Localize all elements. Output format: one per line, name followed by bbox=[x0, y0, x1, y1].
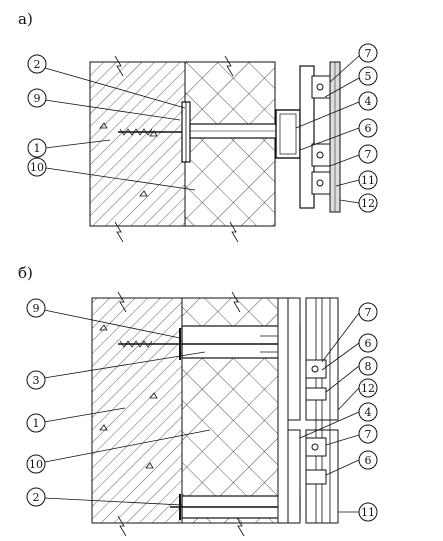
callout-a-6: 6 bbox=[299, 118, 378, 151]
callout-b-12: 12 bbox=[337, 378, 378, 411]
callout-a-7-top: 7 bbox=[329, 43, 378, 83]
svg-text:5: 5 bbox=[365, 70, 372, 83]
svg-text:7: 7 bbox=[365, 148, 372, 161]
section-a-label: а) bbox=[18, 10, 33, 28]
frame-strip-lower bbox=[287, 429, 301, 524]
concrete-wall-a bbox=[89, 61, 186, 227]
svg-text:7: 7 bbox=[365, 428, 372, 441]
concrete-wall-b bbox=[91, 297, 183, 524]
vertical-guide-a bbox=[299, 65, 315, 209]
section-b-label: б) bbox=[18, 264, 33, 282]
svg-text:7: 7 bbox=[365, 306, 372, 319]
callout-a-4: 4 bbox=[295, 91, 378, 129]
svg-text:2: 2 bbox=[34, 58, 41, 71]
callouts-b: 9 3 1 10 2 bbox=[26, 298, 211, 507]
break-mark-a-top bbox=[114, 55, 124, 77]
svg-text:4: 4 bbox=[365, 406, 372, 419]
clamps-b bbox=[305, 359, 327, 485]
frame-strip-upper bbox=[287, 297, 301, 421]
svg-text:9: 9 bbox=[34, 92, 41, 105]
break-mark-a-bottom-2 bbox=[229, 221, 239, 243]
svg-text:10: 10 bbox=[30, 161, 44, 174]
clamps-a bbox=[311, 75, 331, 195]
svg-text:7: 7 bbox=[365, 47, 372, 60]
svg-text:11: 11 bbox=[361, 506, 375, 519]
insulation-a bbox=[184, 61, 276, 227]
guide-profile-a bbox=[275, 109, 301, 159]
callout-b-2: 2 bbox=[26, 487, 183, 507]
callout-b-11: 11 bbox=[338, 502, 378, 522]
aggregate-marks-b bbox=[99, 324, 158, 469]
callout-b-9: 9 bbox=[26, 298, 181, 339]
callout-a-1: 1 bbox=[27, 138, 111, 158]
svg-text:11: 11 bbox=[361, 174, 375, 187]
callouts-a-right: 7 5 4 6 7 bbox=[295, 43, 378, 213]
break-mark-a-top-2 bbox=[224, 55, 234, 77]
section-b: б) bbox=[18, 264, 378, 537]
svg-text:6: 6 bbox=[365, 454, 372, 467]
callout-b-7-top: 7 bbox=[321, 302, 378, 363]
callouts-a: 2 9 1 10 bbox=[27, 54, 196, 191]
section-a: а) bbox=[18, 10, 378, 243]
svg-text:2: 2 bbox=[33, 491, 40, 504]
callouts-b-right: 7 6 8 12 4 bbox=[299, 302, 378, 522]
callout-a-12: 12 bbox=[339, 193, 378, 213]
svg-text:9: 9 bbox=[33, 302, 40, 315]
svg-text:6: 6 bbox=[365, 337, 372, 350]
callout-a-11: 11 bbox=[335, 170, 378, 190]
air-gap-b bbox=[277, 297, 289, 524]
svg-text:1: 1 bbox=[33, 417, 40, 430]
callout-b-8: 8 bbox=[325, 356, 378, 393]
callout-a-7-bottom: 7 bbox=[329, 144, 378, 167]
callout-b-3: 3 bbox=[26, 351, 206, 390]
break-mark-b-top bbox=[117, 291, 127, 313]
callout-b-1: 1 bbox=[26, 407, 126, 433]
aggregate-marks-a bbox=[99, 122, 158, 197]
callout-b-10: 10 bbox=[26, 429, 211, 474]
break-mark-b-bottom bbox=[117, 515, 127, 537]
svg-text:8: 8 bbox=[365, 360, 372, 373]
callout-a-2: 2 bbox=[27, 54, 186, 109]
callout-b-6-top: 6 bbox=[321, 333, 378, 371]
svg-text:12: 12 bbox=[361, 382, 375, 395]
callout-b-6-bottom: 6 bbox=[325, 450, 378, 476]
svg-text:4: 4 bbox=[365, 95, 372, 108]
callout-b-4: 4 bbox=[299, 402, 378, 439]
svg-text:12: 12 bbox=[361, 197, 375, 210]
svg-text:1: 1 bbox=[34, 142, 41, 155]
svg-text:6: 6 bbox=[365, 122, 372, 135]
svg-text:10: 10 bbox=[29, 458, 43, 471]
callout-a-9: 9 bbox=[27, 88, 181, 121]
dowel-thread-a bbox=[119, 128, 153, 136]
break-mark-a-bottom bbox=[114, 221, 124, 243]
svg-text:3: 3 bbox=[33, 374, 40, 387]
callout-b-7-bottom: 7 bbox=[325, 424, 378, 446]
callout-a-5: 5 bbox=[324, 66, 378, 98]
callout-a-10: 10 bbox=[27, 157, 196, 191]
